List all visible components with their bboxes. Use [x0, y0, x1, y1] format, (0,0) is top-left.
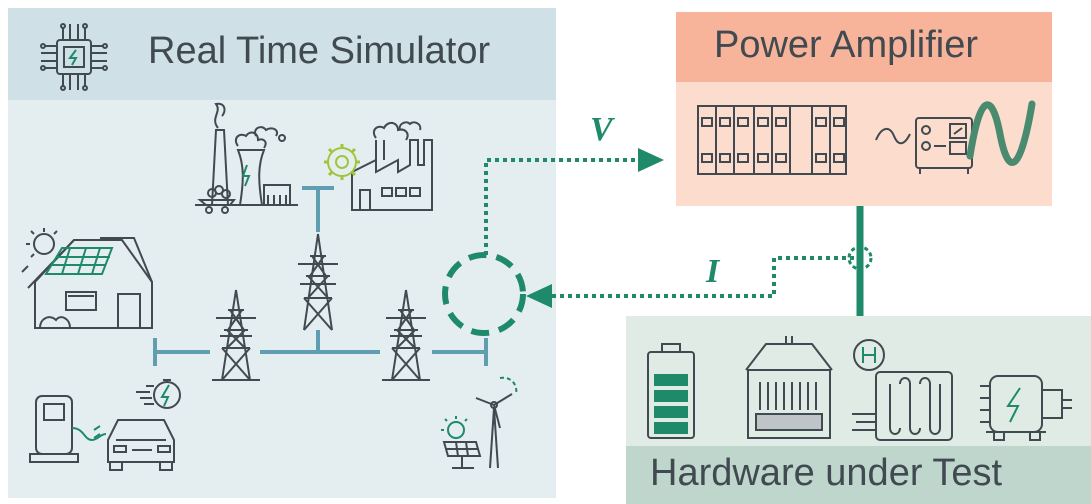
factory-icon	[324, 121, 433, 211]
hardware-title: Hardware under Test	[650, 452, 1003, 494]
transmission-tower-icon	[212, 233, 430, 381]
electrolyzer-icon	[745, 336, 833, 439]
current-sensor-circle	[847, 245, 873, 271]
voltage-label: V	[590, 111, 615, 148]
sine-wave-icon	[966, 100, 1036, 166]
power-plant-icon	[195, 102, 298, 214]
house-solar-icon	[21, 228, 153, 329]
battery-icon	[647, 343, 695, 439]
charging-station-icon	[29, 395, 107, 463]
amplifier-title: Power Amplifier	[714, 24, 978, 66]
wind-solar-icon	[441, 376, 518, 469]
grid-lines	[153, 186, 488, 366]
chip-icon	[40, 23, 108, 91]
current-label: I	[705, 253, 721, 290]
hydrogen-fuel-cell-icon	[852, 339, 953, 441]
electric-motor-icon	[980, 375, 1072, 441]
amplifier-header	[676, 12, 1052, 82]
simulator-title: Real Time Simulator	[148, 30, 491, 72]
current-arrowhead	[526, 284, 552, 308]
hardware-footer	[626, 446, 1091, 504]
coupling-point-circle	[442, 252, 526, 336]
amplifier-racks-icon	[697, 105, 847, 175]
voltage-signal-line	[484, 158, 640, 255]
fast-charge-icon	[136, 379, 181, 409]
car-icon	[107, 419, 175, 471]
current-signal-line	[552, 256, 854, 298]
voltage-arrowhead	[638, 148, 664, 172]
signal-generator-icon	[875, 117, 973, 174]
